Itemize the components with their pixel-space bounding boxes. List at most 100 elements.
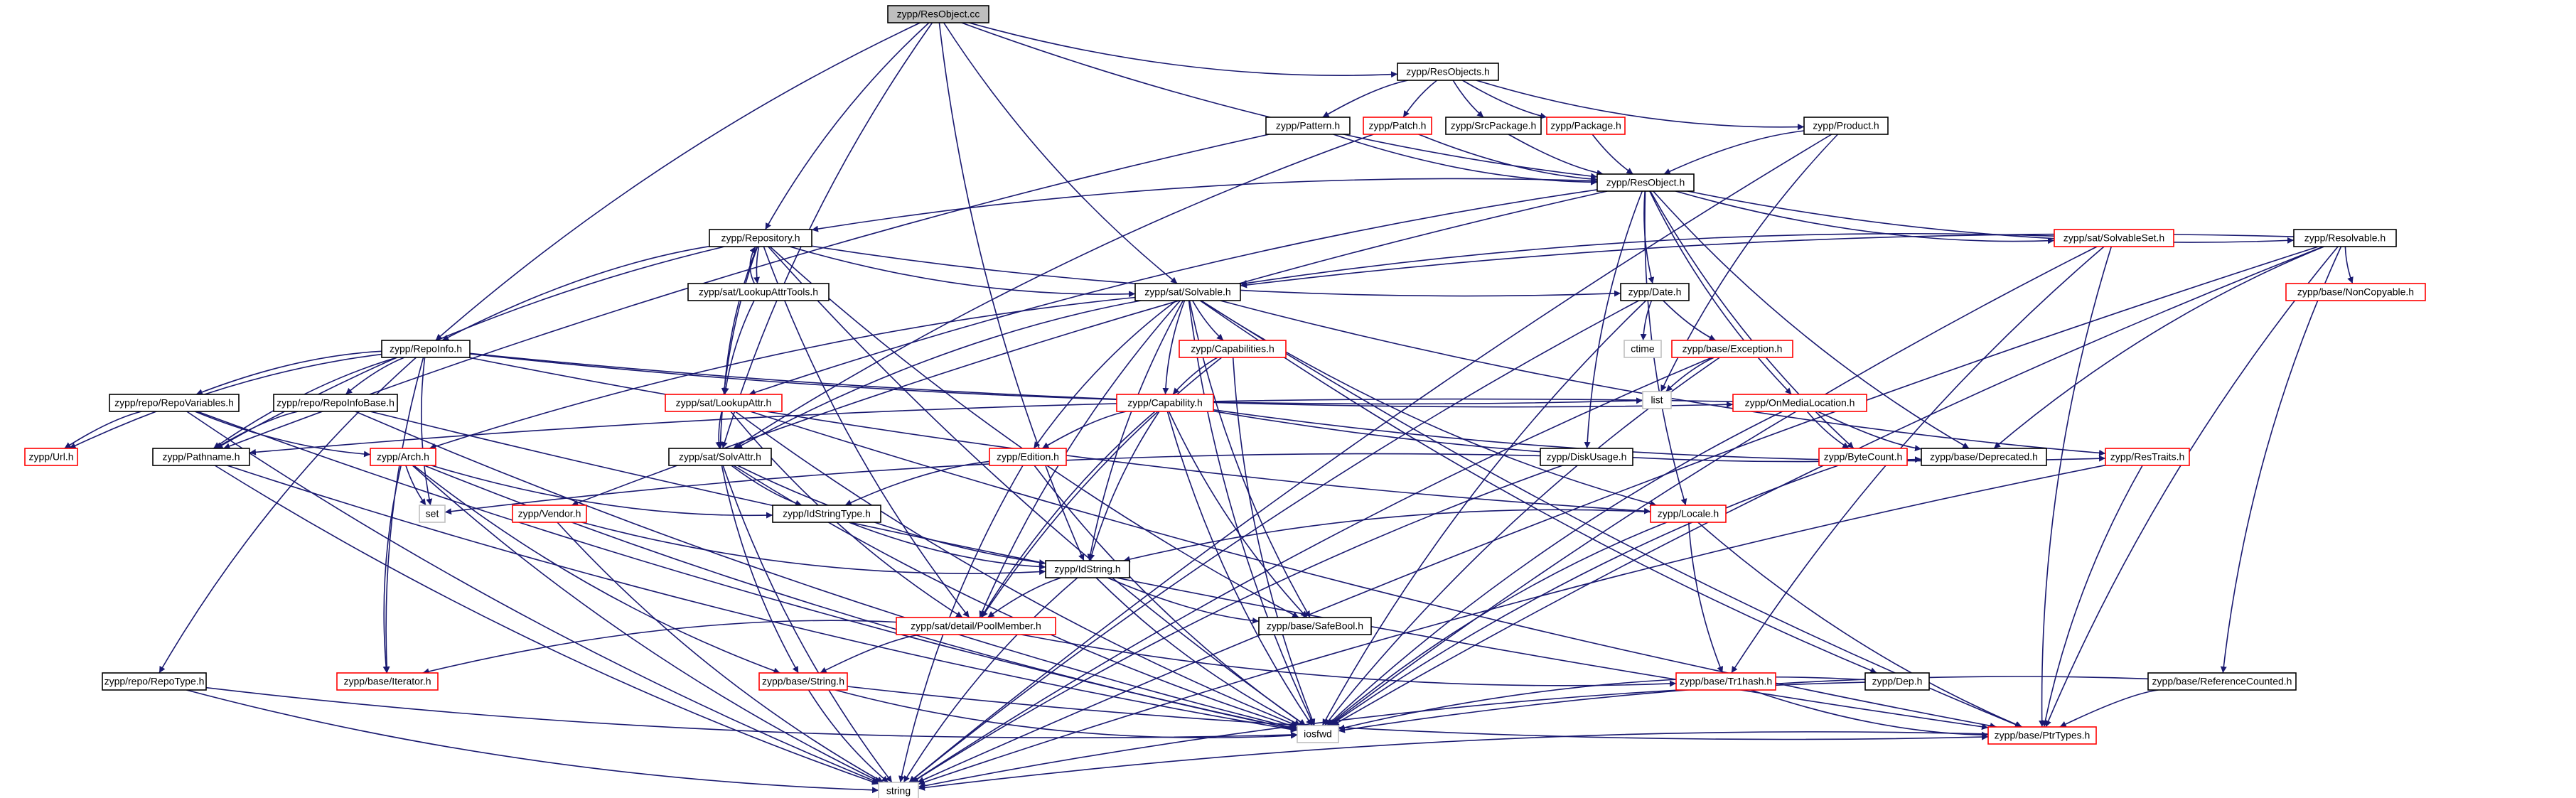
node-solvattr[interactable]: zypp/sat/SolvAttr.h <box>668 448 772 466</box>
edge-poolmember-to-string_h <box>820 634 921 674</box>
edge-resobject-to-solvableset <box>1675 190 2055 244</box>
node-resobjects[interactable]: zypp/ResObjects.h <box>1397 63 1499 81</box>
node-bytecount[interactable]: zypp/ByteCount.h <box>1818 448 1908 466</box>
edge-repository-to-lookupattrtools <box>753 246 760 284</box>
node-label-lookupattr: zypp/sat/LookupAttr.h <box>676 397 772 409</box>
node-box-pathname <box>152 448 250 466</box>
node-idstringtype[interactable]: zypp/IdStringType.h <box>772 505 881 523</box>
node-box-idstringtype <box>772 505 881 523</box>
edge-refcounted-to-ptrtypes <box>2059 689 2159 728</box>
node-label-string_h: zypp/base/String.h <box>762 676 844 687</box>
node-box-pattern <box>1265 117 1351 135</box>
node-ptrtypes[interactable]: zypp/base/PtrTypes.h <box>1987 726 2097 745</box>
node-safebool[interactable]: zypp/base/SafeBool.h <box>1258 617 1372 635</box>
node-label-pattern: zypp/Pattern.h <box>1276 120 1340 131</box>
node-solvableset[interactable]: zypp/sat/SolvableSet.h <box>2054 229 2174 247</box>
node-locale[interactable]: zypp/Locale.h <box>1650 505 1727 523</box>
node-patch[interactable]: zypp/Patch.h <box>1363 117 1432 135</box>
node-box-repotype <box>102 672 207 691</box>
node-deprecated[interactable]: zypp/base/Deprecated.h <box>1921 448 2047 466</box>
node-repovariables[interactable]: zypp/repo/RepoVariables.h <box>109 394 240 412</box>
node-exception[interactable]: zypp/base/Exception.h <box>1671 340 1793 358</box>
node-poolmember[interactable]: zypp/sat/detail/PoolMember.h <box>896 617 1056 635</box>
node-repoinfo[interactable]: zypp/RepoInfo.h <box>381 340 471 358</box>
edge-capability-to-edition <box>1041 411 1127 449</box>
node-pathname[interactable]: zypp/Pathname.h <box>152 448 250 466</box>
node-label-repoinfo: zypp/RepoInfo.h <box>390 343 462 355</box>
edge-repoinfo-to-iterator <box>383 357 424 674</box>
edge-arch-to-iterator <box>382 465 402 674</box>
edge-vendor-to-idstring <box>581 522 1046 576</box>
edge-locale-to-iosfwd <box>1327 522 1668 726</box>
edge-patch-to-solvattr <box>733 134 1374 449</box>
node-label-list: list <box>1651 394 1663 406</box>
node-tr1hash[interactable]: zypp/base/Tr1hash.h <box>1675 672 1776 691</box>
edge-root-to-idstring <box>938 22 1085 561</box>
node-box-diskusage <box>1540 448 1633 466</box>
edge-solvable-to-restraits <box>1220 300 2106 456</box>
node-srcpackage[interactable]: zypp/SrcPackage.h <box>1445 117 1542 135</box>
node-url[interactable]: zypp/Url.h <box>24 448 78 466</box>
node-solvable[interactable]: zypp/sat/Solvable.h <box>1134 283 1241 301</box>
node-pattern[interactable]: zypp/Pattern.h <box>1265 117 1351 135</box>
edge-repotype-to-string <box>186 689 879 794</box>
node-arch[interactable]: zypp/Arch.h <box>370 448 436 466</box>
node-onmedialocation[interactable]: zypp/OnMediaLocation.h <box>1732 394 1867 412</box>
edge-idstringtype-to-idstring <box>848 522 1046 571</box>
node-edition[interactable]: zypp/Edition.h <box>989 448 1067 466</box>
edge-exception-to-list <box>1665 357 1714 392</box>
node-string_h[interactable]: zypp/base/String.h <box>758 672 848 691</box>
node-idstring[interactable]: zypp/IdString.h <box>1045 560 1130 578</box>
node-package[interactable]: zypp/Package.h <box>1546 117 1626 135</box>
node-capabilities[interactable]: zypp/Capabilities.h <box>1179 340 1287 358</box>
node-repoinfobase[interactable]: zypp/repo/RepoInfoBase.h <box>273 394 398 412</box>
edge-solvattr-to-idstring <box>737 465 1046 566</box>
node-diskusage[interactable]: zypp/DiskUsage.h <box>1540 448 1633 466</box>
edge-repovariables-to-arch <box>194 411 371 458</box>
node-noncopyable[interactable]: zypp/base/NonCopyable.h <box>2285 283 2426 301</box>
edge-solvable-to-dep <box>1199 300 1877 674</box>
edge-capability-to-safebool <box>1168 411 1308 618</box>
edge-locale-to-tr1hash <box>1687 522 1724 674</box>
node-box-safebool <box>1258 617 1372 635</box>
node-resobject[interactable]: zypp/ResObject.h <box>1596 173 1695 192</box>
node-label-dep: zypp/Dep.h <box>1872 676 1923 687</box>
node-label-set: set <box>426 508 439 519</box>
node-restraits[interactable]: zypp/ResTraits.h <box>2105 448 2190 466</box>
node-box-iterator <box>336 672 439 691</box>
edge-solvable-to-arch <box>429 296 1136 450</box>
node-refcounted[interactable]: zypp/base/ReferenceCounted.h <box>2147 672 2297 691</box>
node-box-arch <box>370 448 436 466</box>
node-capability[interactable]: zypp/Capability.h <box>1116 394 1214 412</box>
edge-lookupattrtools-to-repository <box>749 246 756 284</box>
edge-repoinfo-to-repovariables <box>195 350 382 395</box>
edge-lookupattrtools-to-lookupattr <box>722 300 755 395</box>
node-resolvable[interactable]: zypp/Resolvable.h <box>2293 229 2397 247</box>
node-root[interactable]: zypp/ResObject.cc <box>887 5 989 23</box>
node-date[interactable]: zypp/Date.h <box>1620 283 1690 301</box>
node-box-solvableset <box>2054 229 2174 247</box>
node-lookupattrtools[interactable]: zypp/sat/LookupAttrTools.h <box>687 283 830 301</box>
edge-repotype-to-iosfwd <box>205 686 1298 739</box>
node-repotype[interactable]: zypp/repo/RepoType.h <box>102 672 207 691</box>
node-vendor[interactable]: zypp/Vendor.h <box>512 505 587 523</box>
node-product[interactable]: zypp/Product.h <box>1803 117 1889 135</box>
node-box-patch <box>1363 117 1432 135</box>
node-iosfwd: iosfwd <box>1297 725 1339 743</box>
node-label-root: zypp/ResObject.cc <box>897 9 980 20</box>
edge-restraits-to-ptrtypes <box>2041 465 2143 728</box>
node-box-capability <box>1116 394 1214 412</box>
edge-diskusage-to-string <box>911 465 1563 783</box>
edge-resobjects-to-package <box>1461 80 1547 119</box>
node-lookupattr[interactable]: zypp/sat/LookupAttr.h <box>665 394 783 412</box>
edge-lookupattr-to-ptrtypes <box>750 411 1997 729</box>
edge-idstring-to-safebool <box>1107 577 1260 624</box>
node-box-exception <box>1671 340 1793 358</box>
node-iterator[interactable]: zypp/base/Iterator.h <box>336 672 439 691</box>
node-box-repoinfo <box>381 340 471 358</box>
node-dep[interactable]: zypp/Dep.h <box>1864 672 1930 691</box>
node-label-onmedialocation: zypp/OnMediaLocation.h <box>1745 397 1855 409</box>
node-repository[interactable]: zypp/Repository.h <box>709 229 812 247</box>
edge-onmedialocation-to-pathname <box>249 398 1734 455</box>
